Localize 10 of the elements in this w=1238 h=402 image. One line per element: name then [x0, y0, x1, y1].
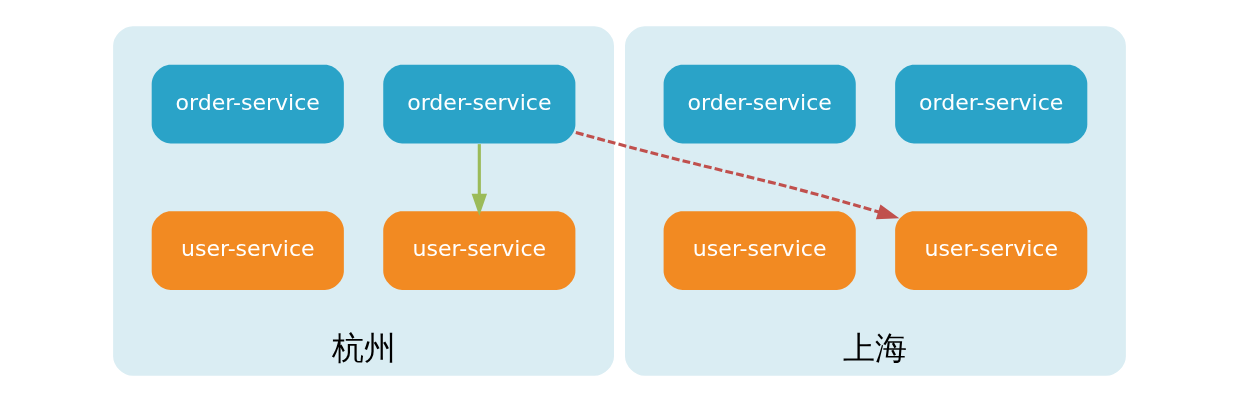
node-box: user-service — [382, 211, 575, 290]
node-box: order-service — [894, 64, 1087, 144]
node-box: order-service — [382, 64, 575, 144]
arrow — [574, 131, 899, 220]
node-box: user-service — [663, 211, 856, 290]
arrow — [471, 144, 487, 216]
node-box: order-service — [663, 64, 856, 144]
node-box: user-service — [894, 211, 1087, 290]
node-box: user-service — [151, 211, 344, 290]
node-box: order-service — [151, 64, 344, 144]
